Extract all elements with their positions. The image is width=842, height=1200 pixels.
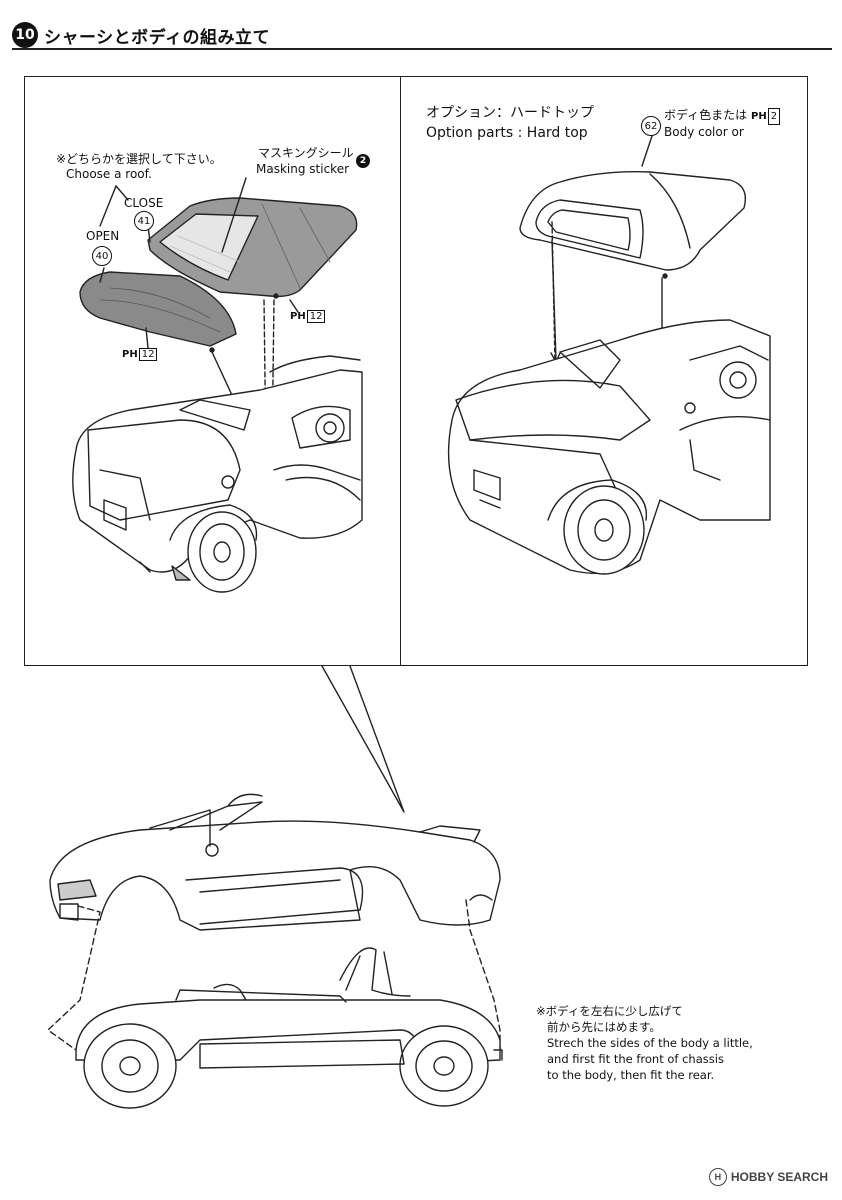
option-hardtop-jp: オプション：ハードトップ xyxy=(426,105,594,121)
open-roof-part xyxy=(79,271,237,353)
left-car-body xyxy=(72,355,363,593)
body-color-jp-text: ボディ色または xyxy=(664,108,748,122)
masking-sticker-jp: マスキングシール xyxy=(258,146,354,160)
paint-prefix: PH xyxy=(122,349,138,360)
close-part-number: 41 xyxy=(134,211,154,231)
header-rule xyxy=(12,48,832,50)
note-en-2: and first fit the front of chassis xyxy=(547,1052,724,1066)
step-title: シャーシとボディの組み立て xyxy=(44,27,270,48)
hardtop-part xyxy=(519,171,747,279)
paint-code: 12 xyxy=(306,310,326,323)
body-shell xyxy=(49,793,501,931)
open-label: OPEN xyxy=(86,229,120,243)
watermark: H HOBBY SEARCH xyxy=(708,1168,828,1186)
hardtop-part-number: 62 xyxy=(641,116,661,136)
masking-sticker-number: 2 xyxy=(356,154,370,168)
note-en-1: Strech the sides of the body a little, xyxy=(547,1036,753,1050)
open-part-number: 40 xyxy=(92,246,112,266)
paint-code: 12 xyxy=(138,348,158,361)
body-color-en: Body color or xyxy=(664,125,744,139)
step-header: 10 シャーシとボディの組み立て xyxy=(12,20,270,50)
chassis xyxy=(75,947,503,1109)
watermark-text: HOBBY SEARCH xyxy=(730,1170,828,1184)
masking-sticker-en: Masking sticker xyxy=(256,162,350,176)
note-en-3: to the body, then fit the rear. xyxy=(547,1068,715,1082)
note-jp-2: 前から先にはめます。 xyxy=(547,1020,661,1034)
paint-code: 2 xyxy=(767,108,781,125)
right-car-body xyxy=(447,319,771,575)
paint-prefix: PH xyxy=(290,311,306,322)
choose-roof-en: Choose a roof. xyxy=(66,167,152,181)
close-label: CLOSE xyxy=(124,196,164,210)
paint-prefix: PH xyxy=(751,111,767,122)
option-hardtop-en: Option parts : Hard top xyxy=(426,125,588,141)
note-jp-1: ※ボディを左右に少し広げて xyxy=(536,1004,683,1018)
watermark-logo-icon: H xyxy=(708,1168,727,1186)
close-roof-part xyxy=(147,197,358,299)
step-number: 10 xyxy=(12,22,38,48)
choose-roof-jp: ※どちらかを選択して下さい。 xyxy=(56,152,222,166)
